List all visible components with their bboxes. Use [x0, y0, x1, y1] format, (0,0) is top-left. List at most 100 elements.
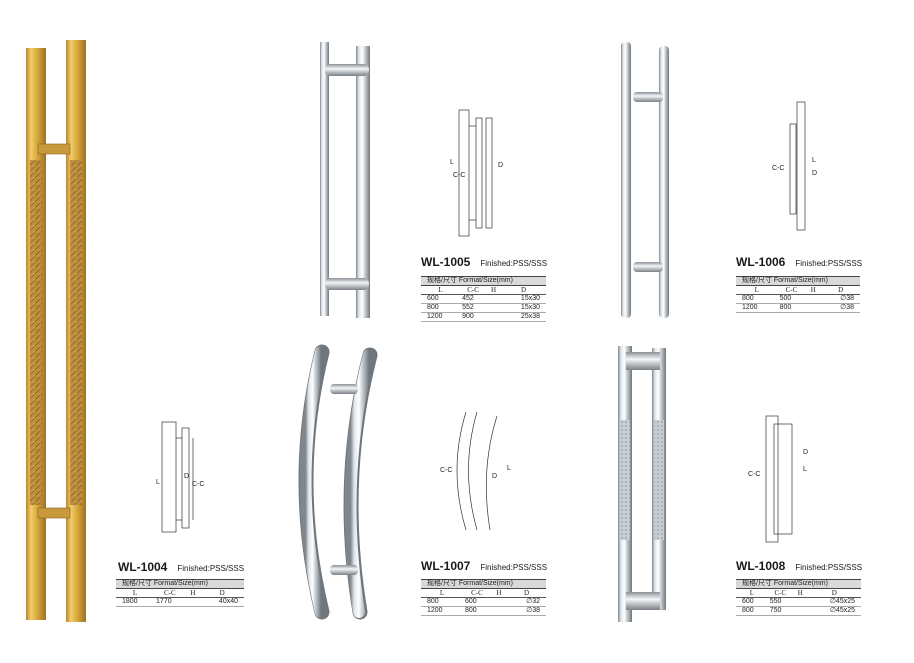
cell-D: ∅45x25: [807, 606, 861, 616]
table-row: 1200 900 25x38: [421, 312, 546, 322]
wl-1004-drawing: L D C-C: [156, 421, 204, 533]
cell-D: ∅45x25: [807, 597, 861, 607]
cell-L: 600: [421, 294, 461, 304]
svg-text:C-C: C-C: [192, 481, 204, 488]
wl-1008-spec-table: 规格/尺寸 Format/Size(mm) L C-C H D 600 550 …: [736, 579, 861, 616]
svg-text:C-C: C-C: [440, 467, 452, 474]
table-row: 1200 800 ∅38: [736, 303, 860, 313]
finish-text: Finished:PSS/SSS: [480, 563, 548, 572]
wl-1005-label: WL-1005 Finished:PSS/SSS: [421, 255, 547, 269]
cell-L: 1200: [421, 312, 461, 322]
svg-text:C-C: C-C: [748, 471, 760, 478]
col-CC: C-C: [767, 588, 793, 598]
col-D: D: [807, 588, 861, 598]
finish-text: Finished:PSS/SSS: [177, 564, 245, 573]
cell-H: [805, 294, 822, 304]
cell-CC: 550: [767, 597, 793, 607]
cell-H: [486, 294, 502, 304]
col-L: L: [421, 285, 461, 295]
table-row: 600 550 ∅45x25: [736, 597, 861, 607]
col-L: L: [421, 588, 463, 598]
product-code: WL-1004: [118, 560, 168, 574]
finish-text: Finished:PSS/SSS: [480, 259, 548, 268]
cell-L: 1200: [736, 303, 778, 313]
svg-text:L: L: [507, 465, 511, 472]
cell-CC: 452: [460, 294, 487, 304]
wl-1006-drawing: C-C L D: [772, 101, 817, 231]
cell-D: ∅38: [821, 303, 860, 313]
wl-1007-photo: [298, 344, 378, 620]
svg-text:L: L: [450, 159, 454, 166]
table-row: 800 552 15x30: [421, 303, 546, 313]
cell-L: 800: [736, 294, 778, 304]
cell-D: ∅38: [507, 606, 546, 616]
cell-L: 800: [736, 606, 768, 616]
wl-1005-drawing: L C-C D: [450, 109, 503, 237]
wl-1005-spec-table: 规格/尺寸 Format/Size(mm) L C-C H D 600 452 …: [421, 276, 546, 322]
cell-H: [490, 606, 507, 616]
col-L: L: [116, 588, 155, 598]
finish-text: Finished:PSS/SSS: [795, 259, 863, 268]
finish-text: Finished:PSS/SSS: [795, 563, 863, 572]
cell-CC: 500: [777, 294, 806, 304]
svg-text:D: D: [498, 162, 503, 169]
svg-text:D: D: [803, 449, 808, 456]
cell-CC: 800: [462, 606, 491, 616]
wl-1004-photo: [26, 40, 86, 622]
wl-1008-label: WL-1008 Finished:PSS/SSS: [736, 559, 862, 573]
col-D: D: [507, 588, 546, 598]
product-code: WL-1008: [736, 559, 786, 573]
table-row: 1800 1770 40x40: [116, 597, 244, 607]
cell-L: 800: [421, 303, 461, 313]
wl-1008-photo: [618, 346, 666, 622]
cell-CC: 750: [767, 606, 793, 616]
cell-CC: 552: [460, 303, 487, 313]
spec-header: 规格/尺寸 Format/Size(mm): [736, 579, 861, 589]
col-H: H: [490, 588, 507, 598]
product-code: WL-1007: [421, 559, 471, 573]
wl-1007-label: WL-1007 Finished:PSS/SSS: [421, 559, 547, 573]
cell-D: ∅32: [507, 597, 546, 607]
col-H: H: [805, 285, 822, 295]
cell-D: 25x38: [501, 312, 546, 322]
cell-D: 15x30: [501, 303, 546, 313]
table-row: 800 750 ∅45x25: [736, 606, 861, 616]
wl-1007-drawing: C-C D L: [440, 411, 511, 531]
col-D: D: [501, 285, 546, 295]
table-row: 1200 800 ∅38: [421, 606, 546, 616]
col-L: L: [736, 588, 768, 598]
cell-H: [486, 303, 502, 313]
product-code: WL-1005: [421, 255, 471, 269]
wl-1007-spec-table: 规格/尺寸 Format/Size(mm) L C-C H D 800 600 …: [421, 579, 546, 616]
table-row: 600 452 15x30: [421, 294, 546, 304]
svg-text:D: D: [492, 473, 497, 480]
cell-D: 40x40: [200, 597, 244, 607]
wl-1005-photo: [320, 42, 370, 318]
col-D: D: [200, 588, 244, 598]
col-CC: C-C: [462, 588, 491, 598]
col-L: L: [736, 285, 778, 295]
col-CC: C-C: [777, 285, 806, 295]
spec-header: 规格/尺寸 Format/Size(mm): [736, 276, 860, 286]
wl-1008-drawing: C-C D L: [748, 415, 808, 543]
cell-L: 1800: [116, 597, 155, 607]
cell-L: 1200: [421, 606, 463, 616]
table-row: 800 600 ∅32: [421, 597, 546, 607]
cell-CC: 800: [777, 303, 806, 313]
wl-1006-spec-table: 规格/尺寸 Format/Size(mm) L C-C H D 800 500 …: [736, 276, 860, 313]
col-CC: C-C: [460, 285, 487, 295]
cell-H: [792, 606, 808, 616]
cell-CC: 600: [462, 597, 491, 607]
wl-1004-spec-table: 规格/尺寸 Format/Size(mm) L C-C H D 1800 177…: [116, 579, 244, 607]
table-row: 800 500 ∅38: [736, 294, 860, 304]
svg-text:L: L: [812, 157, 816, 164]
cell-CC: 1770: [154, 597, 186, 607]
spec-header: 规格/尺寸 Format/Size(mm): [116, 579, 244, 589]
col-D: D: [821, 285, 860, 295]
wl-1006-label: WL-1006 Finished:PSS/SSS: [736, 255, 862, 269]
svg-text:D: D: [184, 473, 189, 480]
col-H: H: [185, 588, 201, 598]
spec-header: 规格/尺寸 Format/Size(mm): [421, 579, 546, 589]
spec-header: 规格/尺寸 Format/Size(mm): [421, 276, 546, 286]
